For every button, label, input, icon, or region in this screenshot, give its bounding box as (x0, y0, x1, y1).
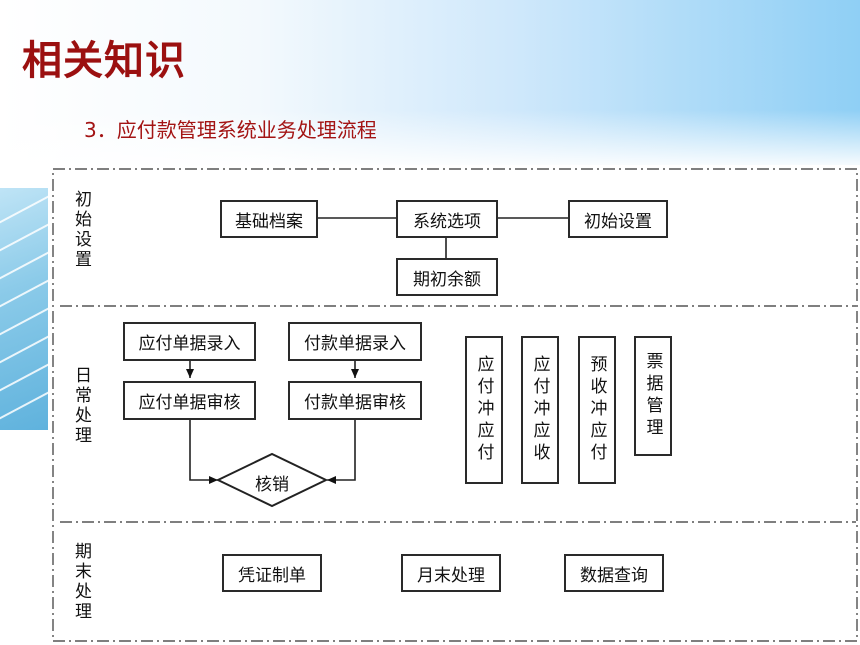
flowchart-lines (52, 168, 858, 642)
node-payment-review: 付款单据审核 (288, 381, 422, 420)
node-opening-balance: 期初余额 (396, 258, 498, 296)
page-title: 相关知识 (22, 38, 186, 84)
verification-diamond (215, 452, 329, 508)
node-bill-management: 票据管理 (634, 336, 672, 456)
diagram-border (52, 168, 858, 642)
section-label-initial: 初始设置 (71, 190, 91, 270)
node-system-options: 系统选项 (396, 200, 498, 238)
section-label-period-end: 期末处理 (71, 542, 91, 622)
banner-fade (0, 110, 860, 170)
node-offset-payable-payable: 应付冲应付 (465, 336, 503, 484)
node-verification: 核销 (255, 475, 289, 495)
decorative-strip (0, 188, 48, 430)
node-payable-entry: 应付单据录入 (123, 322, 256, 361)
node-offset-prepay-payable: 预收冲应付 (578, 336, 616, 484)
page-subtitle: 3．应付款管理系统业务处理流程 (84, 118, 377, 142)
section-label-daily: 日常处理 (71, 366, 91, 446)
arrow-payment-review-verify (327, 420, 356, 484)
node-data-query: 数据查询 (564, 554, 664, 592)
node-initial-settings: 初始设置 (568, 200, 668, 238)
flowchart: 初始设置 日常处理 期末处理 基础档案 系统选项 初始设置 期初余额 应付单据录… (52, 168, 858, 643)
node-basic-archive: 基础档案 (220, 200, 318, 238)
node-voucher: 凭证制单 (222, 554, 322, 592)
arrow-payable-review-verify (189, 420, 218, 484)
node-offset-payable-receivable: 应付冲应收 (521, 336, 559, 484)
node-month-end: 月末处理 (401, 554, 501, 592)
node-payment-entry: 付款单据录入 (288, 322, 422, 361)
node-payable-review: 应付单据审核 (123, 381, 256, 420)
